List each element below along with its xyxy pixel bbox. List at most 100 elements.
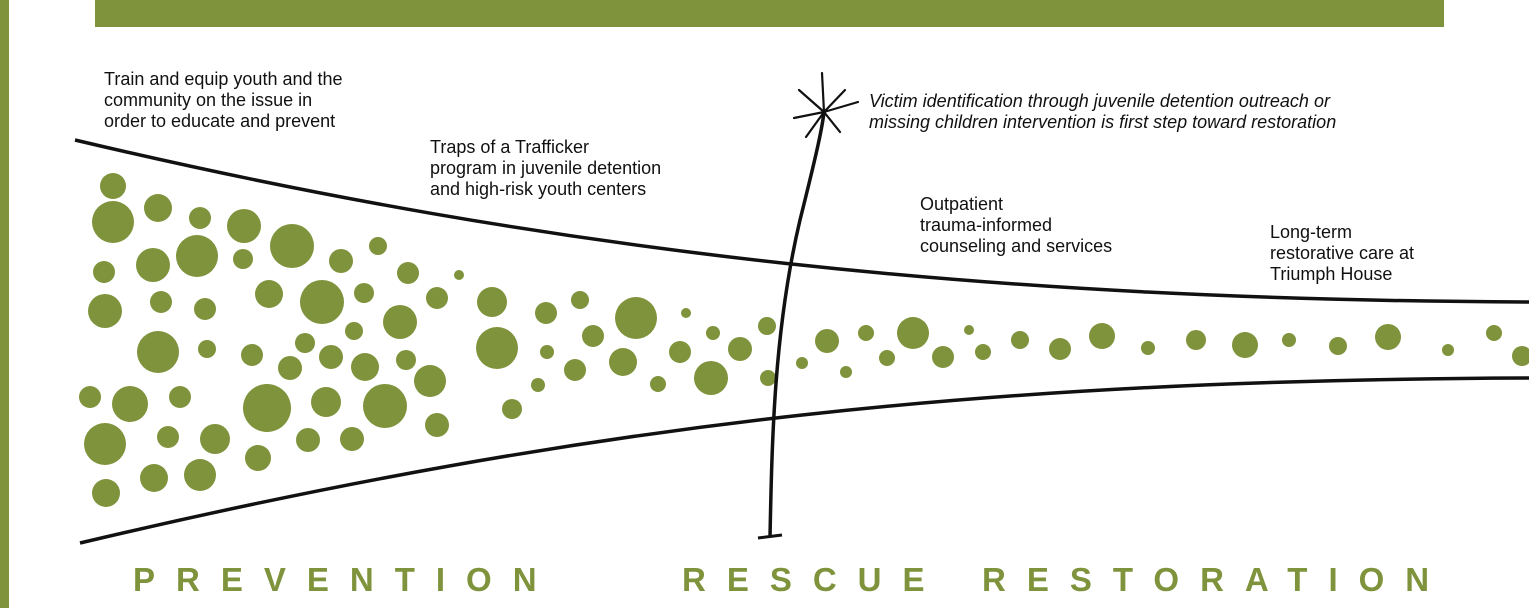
dot [157, 426, 179, 448]
dot [932, 346, 954, 368]
dot [184, 459, 216, 491]
dot [454, 270, 464, 280]
dot [609, 348, 637, 376]
dot [1232, 332, 1258, 358]
dot [255, 280, 283, 308]
dot [426, 287, 448, 309]
dot [92, 201, 134, 243]
dot [245, 445, 271, 471]
dot [1512, 346, 1529, 366]
dot [815, 329, 839, 353]
dot [136, 248, 170, 282]
identification-note: Victim identification through juvenile d… [869, 91, 1337, 132]
stage-restoration: RESTORATION [982, 561, 1451, 598]
dot [728, 337, 752, 361]
dot [243, 384, 291, 432]
dot [169, 386, 191, 408]
dot [540, 345, 554, 359]
dot [669, 341, 691, 363]
dot [296, 428, 320, 452]
dot [706, 326, 720, 340]
dot [1375, 324, 1401, 350]
stage-prevention: PREVENTION [133, 561, 558, 598]
dot [975, 344, 991, 360]
dot [425, 413, 449, 437]
dot [694, 361, 728, 395]
rescue-stem [768, 111, 826, 538]
dot [1186, 330, 1206, 350]
dot [329, 249, 353, 273]
dot [88, 294, 122, 328]
starburst-icon [792, 71, 860, 139]
dot [571, 291, 589, 309]
dot [140, 464, 168, 492]
dot [194, 298, 216, 320]
dot [897, 317, 929, 349]
dot [879, 350, 895, 366]
dot [295, 333, 315, 353]
dot [144, 194, 172, 222]
dot [241, 344, 263, 366]
dot [340, 427, 364, 451]
dot-field [79, 173, 1529, 507]
dot [363, 384, 407, 428]
dot [319, 345, 343, 369]
dot [1049, 338, 1071, 360]
dot [354, 283, 374, 303]
dot [150, 291, 172, 313]
dot [1089, 323, 1115, 349]
top-banner [95, 0, 1444, 27]
dot [1282, 333, 1296, 347]
dot [198, 340, 216, 358]
dot [796, 357, 808, 369]
dot [760, 370, 776, 386]
dot [112, 386, 148, 422]
dot [396, 350, 416, 370]
dot [137, 331, 179, 373]
rescue-stem-foot [757, 533, 783, 540]
dot [93, 261, 115, 283]
dot [650, 376, 666, 392]
dot [300, 280, 344, 324]
dot [1141, 341, 1155, 355]
dot [564, 359, 586, 381]
dot [92, 479, 120, 507]
dot [964, 325, 974, 335]
left-accent-bar [0, 0, 9, 608]
dot [840, 366, 852, 378]
dot [100, 173, 126, 199]
dot [200, 424, 230, 454]
dot [476, 327, 518, 369]
dot [1011, 331, 1029, 349]
dot [383, 305, 417, 339]
dot [278, 356, 302, 380]
dot [270, 224, 314, 268]
dot [397, 262, 419, 284]
dot [615, 297, 657, 339]
dot [1329, 337, 1347, 355]
dot [227, 209, 261, 243]
funnel-bottom-edge [79, 376, 1529, 545]
dot [858, 325, 874, 341]
dot [84, 423, 126, 465]
dot [79, 386, 101, 408]
dot [233, 249, 253, 269]
educate-note: Train and equip youth and the community … [104, 69, 343, 131]
traps-note: Traps of a Trafficker program in juvenil… [430, 137, 662, 199]
dot [369, 237, 387, 255]
dot [477, 287, 507, 317]
dot [1442, 344, 1454, 356]
dot [758, 317, 776, 335]
stage-rescue: RESCUE [682, 561, 946, 598]
dot [414, 365, 446, 397]
dot [189, 207, 211, 229]
dot [535, 302, 557, 324]
dot [582, 325, 604, 347]
outpatient-note: Outpatient trauma-informed counseling an… [920, 194, 1113, 256]
dot [176, 235, 218, 277]
funnel-top-edge [74, 138, 1529, 304]
dot [351, 353, 379, 381]
dot [531, 378, 545, 392]
dot [311, 387, 341, 417]
